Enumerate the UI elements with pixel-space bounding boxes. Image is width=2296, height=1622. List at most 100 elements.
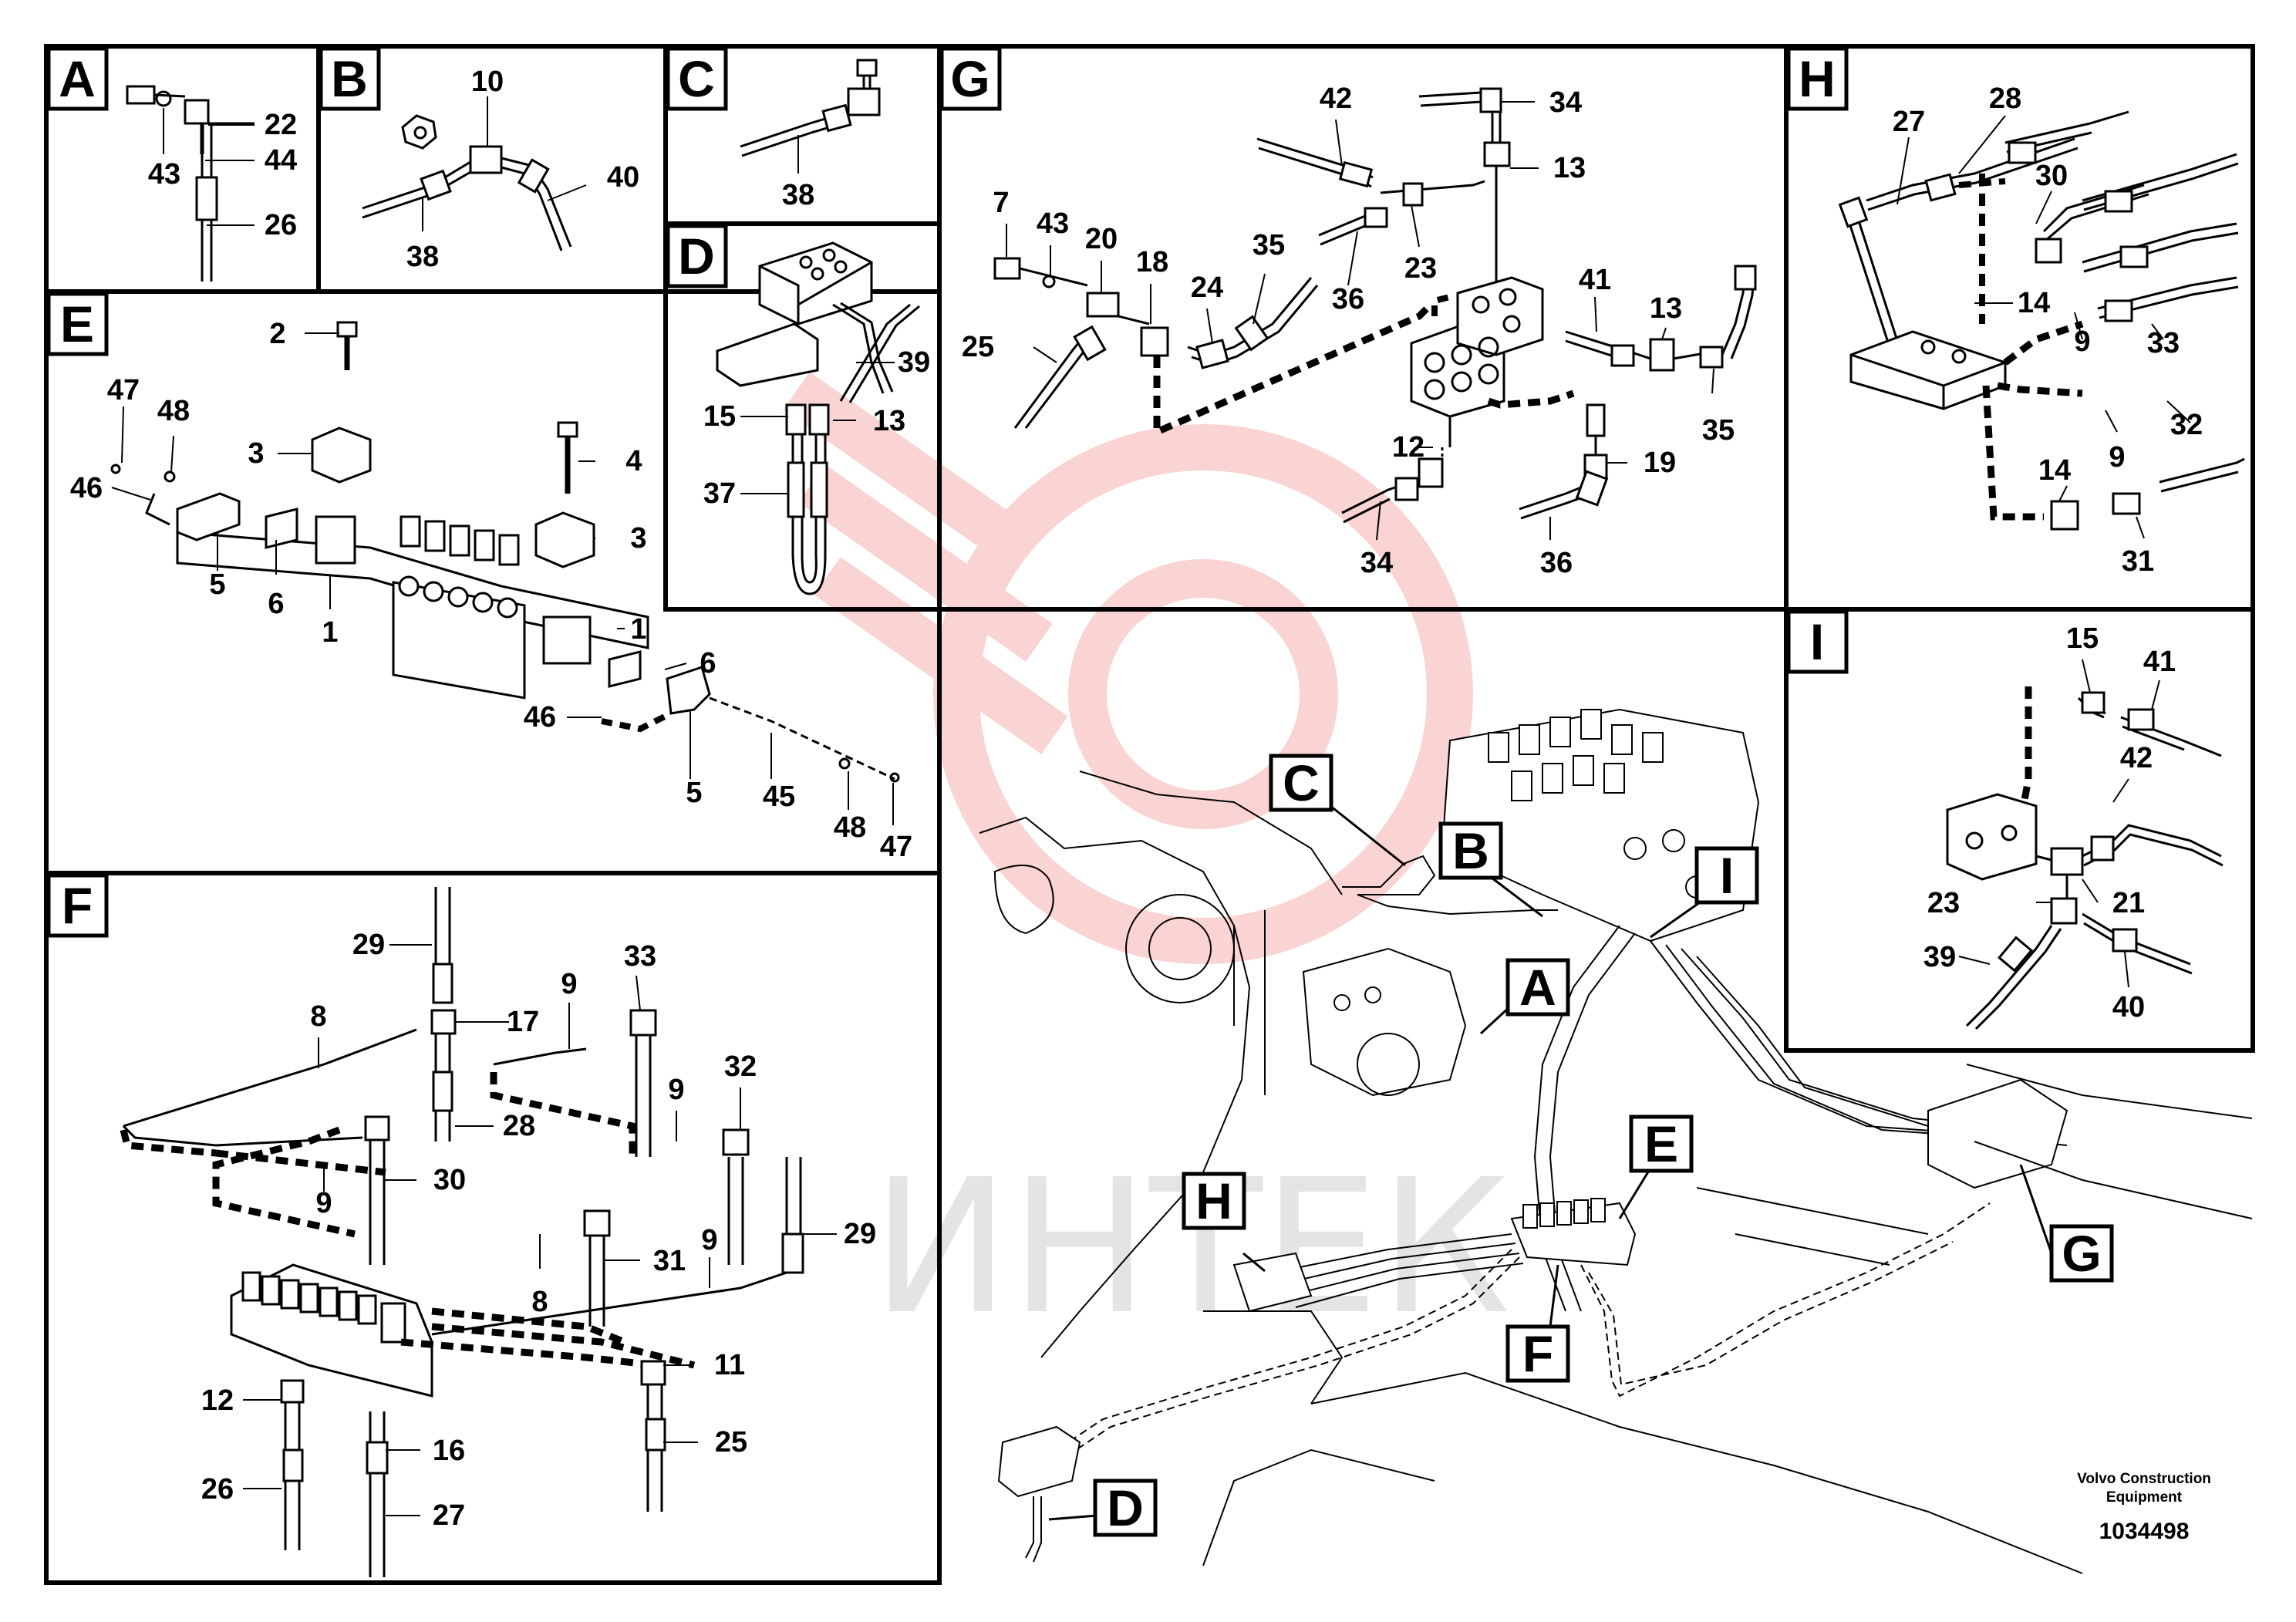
- part-label: 9: [2109, 441, 2125, 474]
- part-label: 9: [2074, 325, 2090, 358]
- part-label: 47: [880, 831, 912, 863]
- part-label: 15: [703, 400, 736, 433]
- part-label: 32: [2170, 409, 2203, 441]
- panel-i-leaders: [1958, 659, 2160, 988]
- part-label: 13: [1553, 152, 1586, 184]
- callout-e: [1629, 1114, 1694, 1173]
- part-label: 10: [471, 66, 504, 98]
- panel-d-leaders: [740, 362, 895, 494]
- part-label: 36: [1332, 283, 1364, 315]
- panel-g-labels: 42 34 13 7 43 20 18 35 24 36 23 25 41 13…: [962, 83, 1735, 579]
- part-label: 47: [107, 374, 140, 406]
- part-label: 29: [352, 929, 385, 961]
- part-label: 4: [625, 445, 642, 477]
- part-label: 48: [834, 811, 866, 844]
- panel-letter-b: B: [331, 50, 368, 107]
- part-label: 44: [265, 144, 297, 177]
- part-label: 29: [844, 1218, 876, 1250]
- callout-letter: C: [1283, 754, 1320, 811]
- callout-c: [1269, 754, 1333, 812]
- part-label: 19: [1644, 447, 1676, 479]
- part-label: 13: [873, 405, 905, 437]
- part-label: 36: [1540, 547, 1573, 579]
- part-label: 12: [1392, 431, 1424, 464]
- part-label: 25: [715, 1426, 747, 1458]
- panel-letter-g: G: [950, 50, 990, 107]
- part-label: 31: [653, 1245, 686, 1277]
- part-label: 5: [209, 568, 225, 601]
- part-label: 40: [2112, 991, 2145, 1023]
- panel-g-leaders: [1006, 101, 1714, 541]
- callout-d: [1093, 1479, 1158, 1537]
- callout-letter: F: [1522, 1325, 1553, 1382]
- callout-h: [1182, 1172, 1246, 1230]
- callout-letter: D: [1107, 1479, 1144, 1536]
- part-label: 15: [2066, 622, 2099, 655]
- panel-a-drawing: [126, 85, 255, 282]
- brand-line-2: Equipment: [2106, 1489, 2183, 1506]
- part-label: 9: [668, 1074, 684, 1106]
- part-label: 34: [1549, 86, 1582, 119]
- panel-e-labels: 2 47 48 3 46 4 3 5 6 1 1 6 46 5 45 48 47: [70, 318, 912, 863]
- part-label: 7: [993, 187, 1009, 219]
- part-label: 23: [1404, 252, 1437, 285]
- part-label: 43: [1037, 207, 1069, 240]
- part-label: 30: [2035, 160, 2068, 192]
- panel-h-frame: [1784, 44, 2255, 612]
- callout-g: [2049, 1224, 2114, 1283]
- panel-b-leaders: [422, 96, 587, 231]
- part-label: 32: [724, 1050, 757, 1083]
- part-label: 23: [1927, 887, 1960, 919]
- callout-i: [1694, 846, 1759, 905]
- part-label: 18: [1136, 246, 1168, 278]
- part-label: 46: [70, 472, 103, 504]
- part-label: 28: [503, 1110, 535, 1142]
- part-label: 16: [433, 1435, 465, 1467]
- panel-i-labels: 15 41 42 23 21 39 40: [1923, 622, 2176, 1023]
- part-label: 34: [1360, 547, 1393, 579]
- part-label: 9: [315, 1187, 332, 1219]
- callout-b: [1438, 821, 1503, 880]
- panel-f-leaders: [243, 944, 837, 1516]
- part-label: 17: [507, 1006, 539, 1038]
- panel-letter-e: E: [60, 295, 94, 352]
- part-label: 3: [630, 522, 646, 555]
- part-label: 24: [1191, 271, 1223, 304]
- panel-b-labels: 10 40 38: [406, 66, 639, 273]
- part-label: 28: [1989, 83, 2021, 115]
- panel-letter-f: F: [62, 877, 93, 934]
- part-label: 8: [531, 1286, 548, 1318]
- part-label: 42: [2120, 742, 2153, 774]
- brand-line-1: Volvo Construction: [2077, 1471, 2211, 1487]
- part-label: 40: [607, 161, 639, 194]
- panel-h-drawing: [1838, 110, 2245, 531]
- part-label: 12: [201, 1384, 234, 1417]
- watermark-text: ИНТЕК: [872, 1139, 1511, 1355]
- panel-f-drawing: [120, 887, 804, 1577]
- part-label: 46: [524, 701, 556, 733]
- callout-a: [1505, 958, 1570, 1017]
- callout-letters: C B I A E H G F D: [1107, 754, 2102, 1536]
- panel-e-leaders: [111, 332, 894, 825]
- part-label: 45: [763, 781, 795, 813]
- panel-letter-h: H: [1799, 50, 1836, 107]
- part-label: 37: [703, 477, 736, 510]
- part-label: 6: [700, 647, 716, 679]
- callout-letter: E: [1644, 1115, 1678, 1172]
- part-label: 6: [268, 588, 284, 620]
- callout-letter: H: [1195, 1172, 1232, 1229]
- panel-a-labels: 22 44 43 26: [148, 109, 297, 241]
- part-label: 26: [201, 1473, 234, 1506]
- part-label: 3: [248, 437, 264, 470]
- part-label: 9: [561, 968, 577, 1000]
- part-label: 8: [310, 1000, 326, 1033]
- callout-letter: G: [2062, 1225, 2101, 1282]
- part-label: 14: [2038, 454, 2071, 487]
- part-label: 1: [322, 616, 338, 649]
- part-label: 27: [433, 1499, 465, 1532]
- part-label: 39: [898, 346, 930, 379]
- part-label: 20: [1085, 223, 1118, 255]
- part-label: 11: [714, 1349, 745, 1381]
- callout-f: [1505, 1324, 1570, 1383]
- part-label: 14: [2018, 287, 2050, 319]
